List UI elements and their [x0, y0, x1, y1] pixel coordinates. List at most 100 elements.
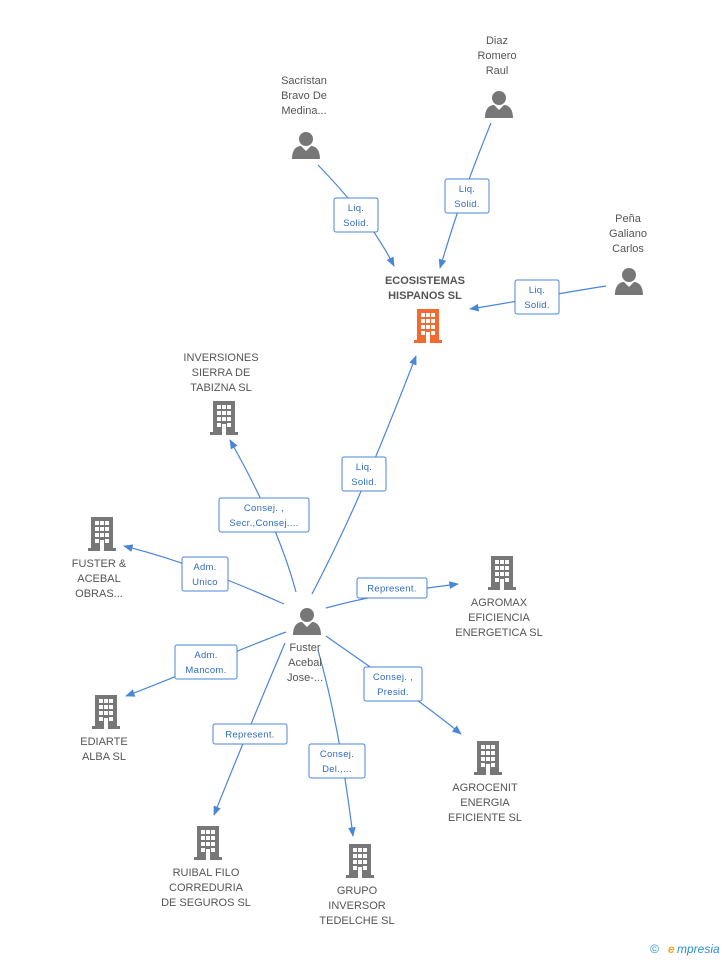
node-label: RUIBAL FILO — [173, 867, 240, 879]
edges-layer: Liq. Solid. Liq. Solid. Liq. Solid. Liq. Solid.… — [123, 122, 607, 837]
edge-label-box[interactable] — [212, 723, 288, 745]
edge-label-text: Represent. — [367, 584, 416, 595]
edge-label-text: Solid. — [351, 477, 377, 488]
node-label: ECOSISTEMAS — [385, 275, 465, 287]
node-agromax[interactable]: AGROMAX EFICIENCIA ENERGETICA SL — [455, 556, 543, 639]
node-ecosistemas[interactable]: ECOSISTEMAS HISPANOS SL — [385, 275, 465, 343]
edge-label-text: Liq. — [348, 203, 365, 214]
node-grupo[interactable]: GRUPO INVERSOR TEDELCHE SL — [319, 844, 395, 927]
edge-label-box[interactable] — [308, 743, 366, 779]
person-icon — [293, 608, 321, 635]
company-building-icon — [88, 517, 116, 551]
edge-label-text: Liq. — [356, 462, 373, 473]
edge-label-text: Adm. — [193, 562, 216, 573]
edge-label-text: Secr.,Consej.... — [229, 518, 298, 529]
node-label: Raul — [486, 65, 509, 77]
node-label: Medina... — [281, 105, 326, 117]
person-icon — [485, 91, 513, 118]
edge-label-text: Mancom. — [185, 665, 226, 676]
edge-label-box[interactable] — [333, 197, 379, 233]
node-label: Peña — [615, 213, 642, 225]
node-label: Fuster — [289, 642, 321, 654]
company-building-icon — [210, 401, 238, 435]
edge-label-text: Presid. — [377, 687, 409, 698]
company-building-icon — [488, 556, 516, 590]
edge-sacristan-to-ecosistemas: Liq. Solid. — [317, 164, 395, 267]
edge-fuster-to-agrocenit: Consej. , Presid. — [325, 635, 462, 735]
company-building-icon — [92, 695, 120, 729]
edge-label-box[interactable] — [444, 178, 490, 214]
edge-line — [213, 642, 286, 816]
company-building-icon — [474, 741, 502, 775]
node-label: INVERSIONES — [183, 352, 258, 364]
edge-label-box[interactable] — [514, 279, 560, 315]
edge-label-text: Unico — [192, 577, 218, 588]
person-icon — [292, 132, 320, 159]
edge-label-text: Solid. — [524, 300, 550, 311]
edge-label-text: Del.,... — [322, 764, 352, 775]
edge-line — [317, 649, 356, 837]
node-label: Jose-... — [287, 672, 323, 684]
company-building-icon — [346, 844, 374, 878]
node-label: Sacristan — [281, 75, 327, 87]
edge-fuster-to-ediarte: Adm.Mancom. — [125, 631, 287, 697]
edge-fuster-to-ruibal: Represent. — [212, 642, 288, 816]
node-label: AGROMAX — [471, 597, 528, 609]
node-label: DE SEGUROS SL — [161, 897, 251, 909]
edge-fuster-to-ecosistemas: Liq. Solid. — [311, 355, 417, 595]
edge-label-text: Solid. — [454, 199, 480, 210]
node-label: OBRAS... — [75, 588, 123, 600]
node-inversiones[interactable]: INVERSIONES SIERRA DE TABIZNA SL — [183, 352, 259, 435]
person-icon — [615, 268, 643, 295]
node-label: TABIZNA SL — [190, 382, 252, 394]
node-label: ENERGIA — [460, 797, 510, 809]
edge-label-text: Liq. — [459, 184, 476, 195]
node-label: GRUPO — [337, 885, 378, 897]
node-label: Galiano — [609, 228, 647, 240]
edge-label-box[interactable] — [356, 577, 428, 599]
node-label: Bravo De — [281, 90, 327, 102]
copyright-symbol: © — [650, 942, 659, 956]
edge-label-text: Consej. — [320, 749, 354, 760]
edge-label-box[interactable] — [174, 644, 238, 680]
edge-label-text: Consej. , — [244, 503, 284, 514]
edge-fuster-to-inversiones: Consej. , Secr.,Consej.... — [218, 439, 310, 593]
brand-name: mpresia — [677, 942, 720, 956]
edge-label-text: Liq. — [529, 285, 546, 296]
edge-label-box[interactable] — [363, 666, 423, 702]
edge-fuster-to-grupo: Consej. Del.,... — [308, 649, 366, 837]
node-label: TEDELCHE SL — [319, 915, 394, 927]
edge-label-text: Solid. — [343, 218, 369, 229]
edge-label-text: Consej. , — [373, 672, 413, 683]
node-fuster[interactable]: FusterAcebalJose-... — [287, 608, 323, 684]
node-label: Diaz — [486, 35, 508, 47]
main-company-building-icon — [414, 309, 442, 343]
edge-pena-to-ecosistemas: Liq. Solid. — [469, 279, 607, 315]
node-label: FUSTER & — [72, 558, 127, 570]
node-label: EFICIENTE SL — [448, 812, 522, 824]
edge-label-text: Represent. — [225, 730, 274, 741]
node-label: ENERGETICA SL — [455, 627, 542, 639]
edge-label-box[interactable] — [341, 456, 387, 492]
node-label: Romero — [477, 50, 516, 62]
edge-fuster-to-fuster_obras: Adm. Unico — [123, 544, 285, 605]
node-label: SIERRA DE — [192, 367, 251, 379]
node-fuster_obras[interactable]: FUSTER & ACEBAL OBRAS... — [72, 517, 127, 600]
node-label: ACEBAL — [77, 573, 120, 585]
edge-diaz-to-ecosistemas: Liq. Solid. — [438, 122, 492, 269]
edge-label-box[interactable] — [218, 497, 310, 533]
edge-label-box[interactable] — [181, 556, 229, 592]
node-label: INVERSOR — [328, 900, 386, 912]
node-label: HISPANOS SL — [388, 290, 462, 302]
node-label: EFICIENCIA — [468, 612, 530, 624]
node-label: EDIARTE — [80, 736, 127, 748]
edge-line — [311, 355, 417, 595]
